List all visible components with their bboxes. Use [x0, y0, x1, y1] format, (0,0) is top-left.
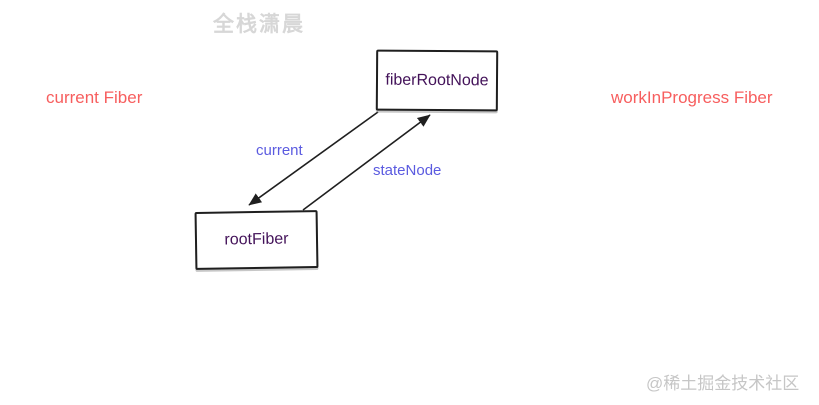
edge-label-statenode: stateNode [373, 162, 442, 179]
label-workinprogress-fiber: workInProgress Fiber [611, 88, 773, 107]
label-current-fiber: current Fiber [46, 88, 143, 107]
node-rootfiber-label: rootFiber [224, 230, 289, 249]
watermark-bottom: @稀土掘金技术社区 [646, 374, 800, 393]
node-fiberrootnode-label: fiberRootNode [385, 71, 489, 89]
edge-label-current: current [256, 142, 303, 159]
node-rootfiber: rootFiber [194, 210, 319, 270]
node-fiberrootnode: fiberRootNode [375, 49, 499, 112]
watermark-top: 全栈潇晨 [213, 13, 305, 36]
